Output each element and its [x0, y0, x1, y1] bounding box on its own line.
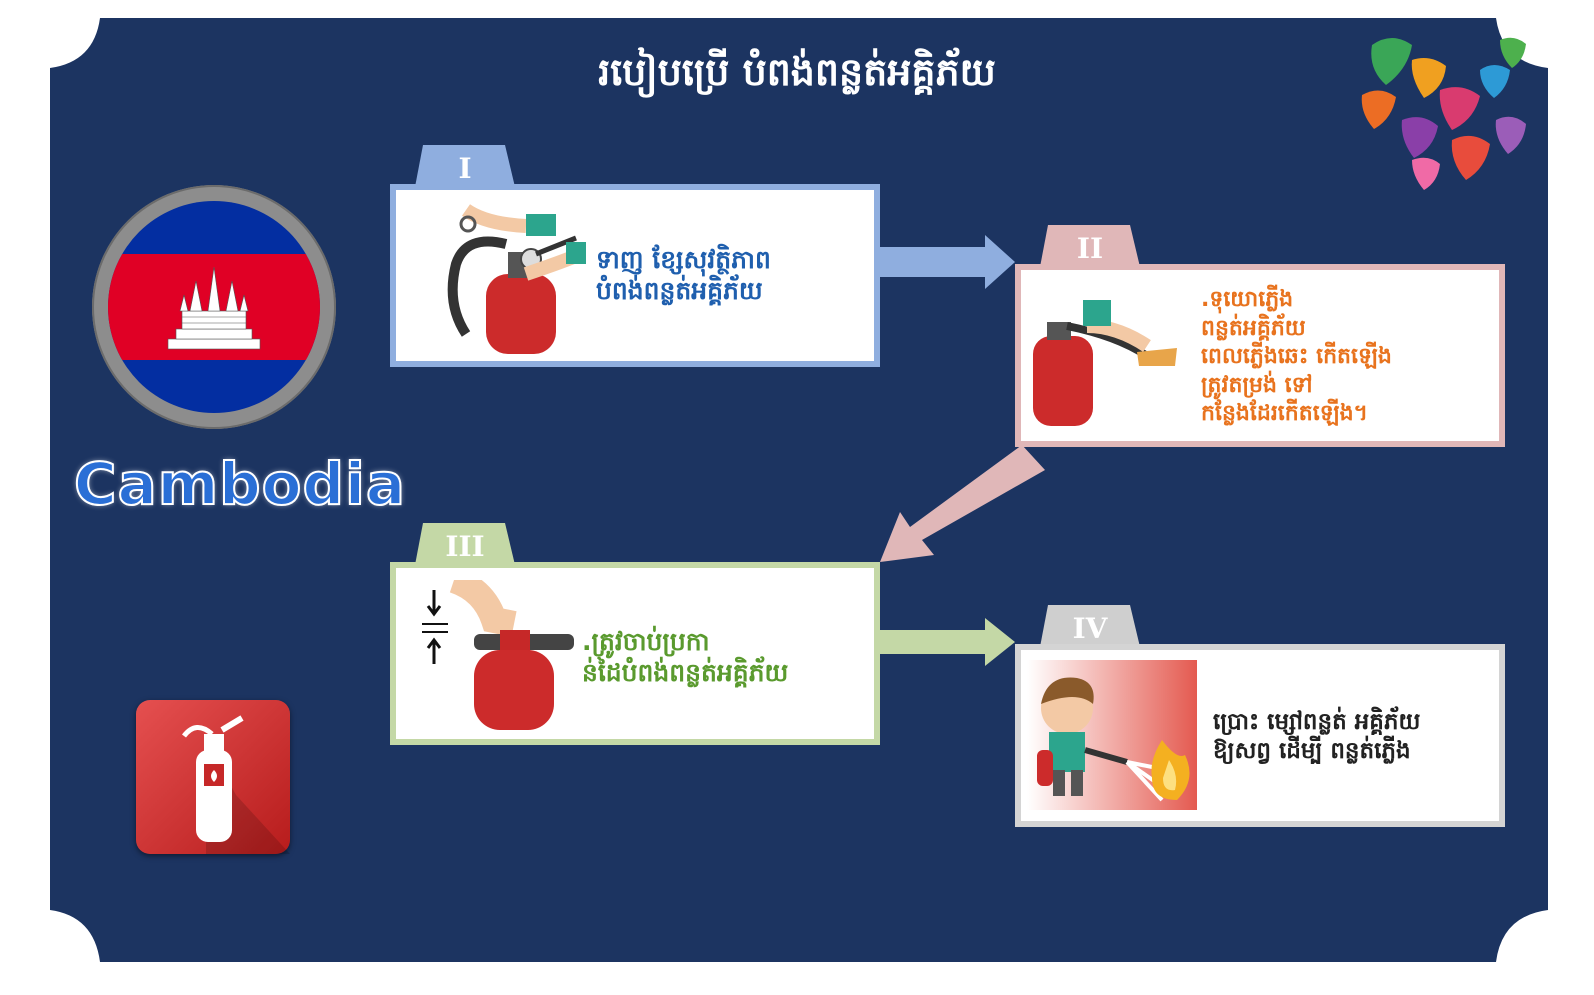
country-label: Cambodia [73, 449, 407, 519]
page-title: របៀបប្រើ បំពង់ពន្លត់អគ្គិភ័យ [598, 50, 996, 94]
step4-tab: IV [1040, 605, 1140, 647]
arrow-step1-to-step2 [880, 235, 1015, 289]
arrow-step2-to-step3 [880, 445, 1045, 562]
decorative-droplets [1361, 37, 1526, 190]
step1-text: ទាញ ខ្សែសុវត្ថិភាព បំពង់ពន្លត់អគ្គិភ័យ [596, 245, 771, 306]
step2-text: .ទុយោភ្លើង ពន្លត់អគ្គិភ័យ ពេលភ្លើងឆេះ កើ… [1201, 287, 1392, 427]
hand-pulling-pin-icon [447, 204, 586, 354]
svg-text:III: III [445, 530, 484, 563]
step3-text: .ត្រូវចាប់ប្រកា ន់ដៃបំពង់ពន្លត់អគ្គិភ័យ [582, 627, 789, 688]
cambodia-flag [92, 185, 336, 429]
step3-card: .ត្រូវចាប់ប្រកា ន់ដៃបំពង់ពន្លត់អគ្គិភ័យ [390, 562, 880, 745]
fire-extinguisher-icon [136, 700, 290, 854]
step3-tab: III [415, 523, 515, 565]
arrow-step3-to-step4 [880, 618, 1015, 666]
step1-tab: I [415, 145, 515, 187]
step2-tab: II [1040, 225, 1140, 267]
step4-text: ប្រោះ ម្សៅពន្លត់ អគ្គិភ័យ ឱ្យសព្វ ដើម្បី… [1213, 709, 1421, 764]
boy-spraying-fire-icon [1027, 660, 1197, 810]
step4-card: ប្រោះ ម្សៅពន្លត់ អគ្គិភ័យ ឱ្យសព្វ ដើម្បី… [1015, 644, 1505, 827]
angkor-wat-icon [167, 266, 261, 350]
hand-squeezing-handle-icon [422, 580, 574, 730]
hand-aiming-hose-icon [1033, 300, 1177, 426]
svg-text:I: I [458, 152, 471, 185]
step1-card: ទាញ ខ្សែសុវត្ថិភាព បំពង់ពន្លត់អគ្គិភ័យ [390, 184, 880, 367]
svg-text:II: II [1077, 232, 1103, 265]
svg-text:IV: IV [1073, 612, 1109, 645]
step2-card: .ទុយោភ្លើង ពន្លត់អគ្គិភ័យ ពេលភ្លើងឆេះ កើ… [1015, 264, 1505, 447]
